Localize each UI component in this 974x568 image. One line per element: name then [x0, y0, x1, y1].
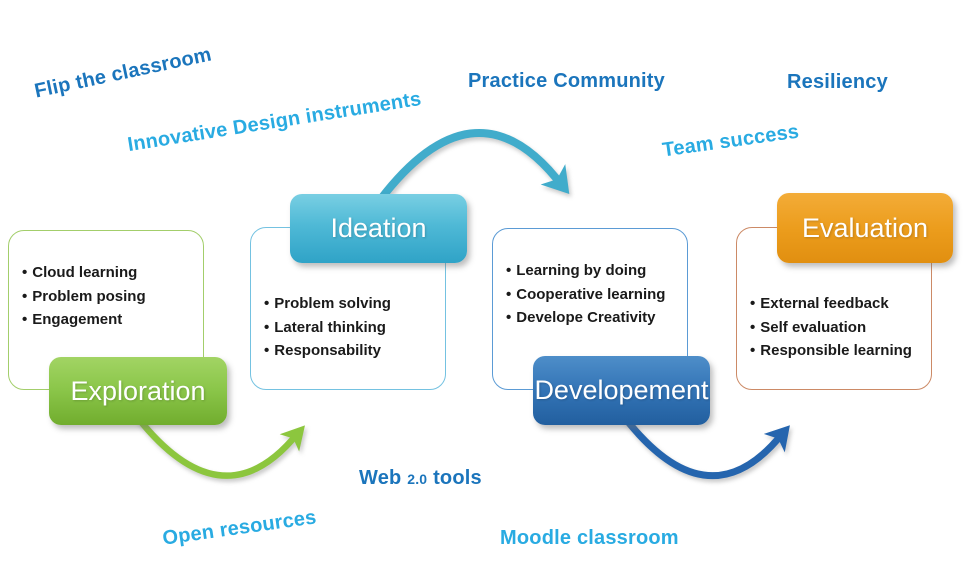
stage-box-evaluation: Evaluation [777, 193, 953, 263]
label-web-2-0-tools: Web 2.0 tools [359, 467, 482, 490]
label-team-success: Team success [661, 120, 801, 162]
ideation-bullet-list: Problem solving Lateral thinking Respons… [251, 228, 445, 363]
label-practice-community: Practice Community [468, 70, 665, 92]
developement-bullet-list: Learning by doing Cooperative learning D… [493, 229, 687, 330]
developement-curve-arrow [621, 414, 790, 480]
bullet-item: Problem posing [22, 285, 195, 309]
bullet-item: Cloud learning [22, 261, 195, 285]
bullet-item: Engagement [22, 308, 195, 332]
label-flip-the-classroom: Flip the classroom [32, 43, 214, 103]
web-label-version: 2.0 [407, 471, 428, 487]
bullet-item: Cooperative learning [506, 283, 679, 307]
bullet-item: Responsible learning [750, 339, 923, 363]
label-resiliency: Resiliency [787, 71, 888, 93]
bullet-item: Responsability [264, 339, 437, 363]
stage-box-developement: Developement [533, 356, 710, 425]
label-moodle-classroom: Moodle classroom [500, 527, 679, 549]
bullet-item: Learning by doing [506, 259, 679, 283]
stage-label: Evaluation [801, 212, 929, 243]
stage-box-exploration: Exploration [49, 357, 227, 425]
exploration-bullet-list: Cloud learning Problem posing Engagement [9, 231, 203, 332]
ideation-curve-arrow [376, 128, 570, 204]
bullet-item: External feedback [750, 292, 923, 316]
bullet-item: Self evaluation [750, 316, 923, 340]
stage-label: Developement [534, 375, 709, 405]
bullet-item: Problem solving [264, 292, 437, 316]
stage-label: Exploration [70, 375, 206, 406]
stage-box-ideation: Ideation [290, 194, 467, 263]
stage-label: Ideation [330, 213, 427, 243]
web-label-suffix: tools [433, 467, 482, 489]
label-open-resources: Open resources [161, 506, 318, 550]
exploration-curve-arrow [134, 414, 305, 479]
web-label-prefix: Web [359, 467, 402, 489]
bullet-item: Lateral thinking [264, 316, 437, 340]
evaluation-bullet-list: External feedback Self evaluation Respon… [737, 228, 931, 363]
bullet-item: Develope Creativity [506, 306, 679, 330]
label-innovative-design-instruments: Innovative Design instruments [126, 87, 423, 157]
